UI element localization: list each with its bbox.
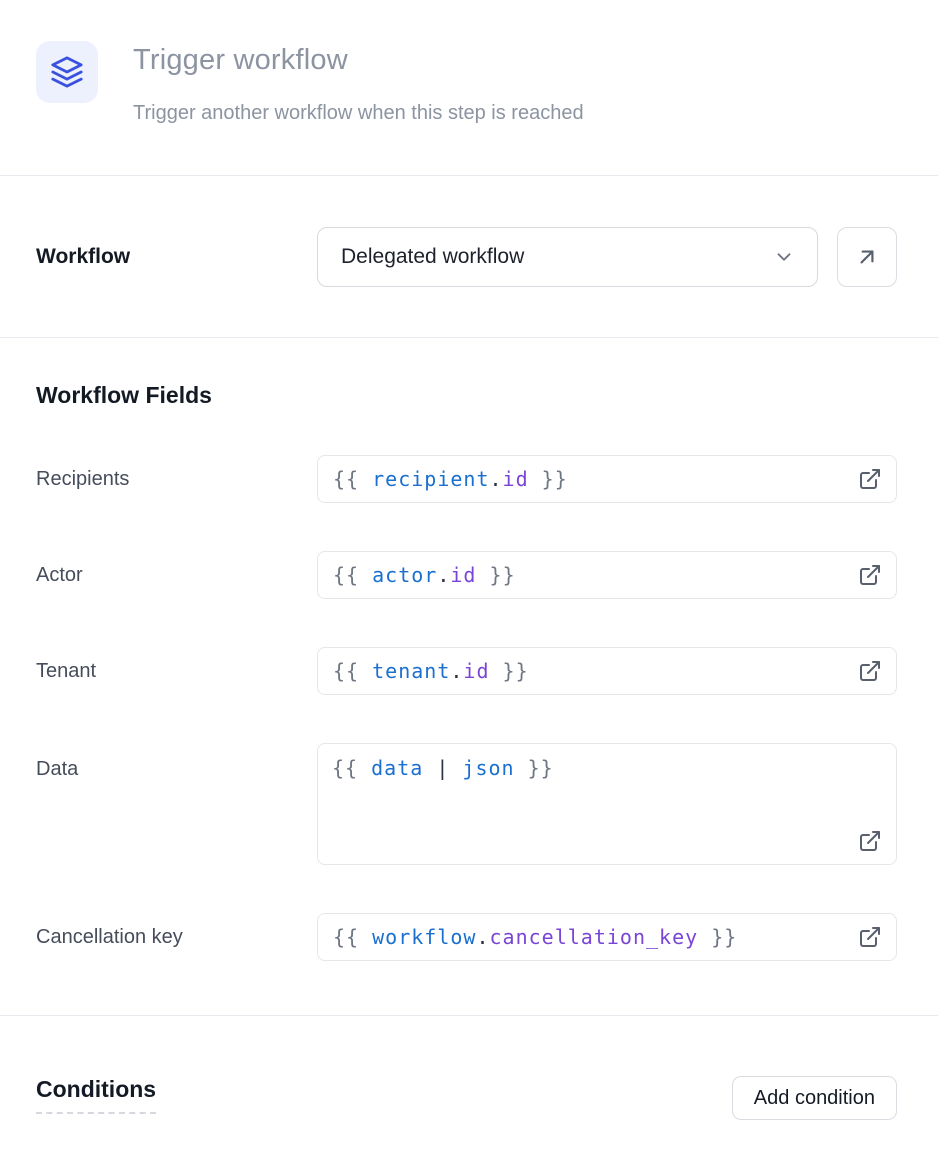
code-token: . — [490, 467, 503, 491]
code-token: json — [462, 756, 514, 780]
external-link-icon[interactable] — [858, 925, 882, 949]
field-label-cancellation-key: Cancellation key — [36, 926, 317, 949]
cancellation-key-input[interactable]: {{ workflow.cancellation_key }} — [317, 913, 897, 961]
code-token: . — [450, 659, 463, 683]
workflow-fields-section: Workflow Fields Recipients {{ recipient.… — [0, 338, 938, 1016]
liquid-value: {{ data | json }} — [332, 756, 882, 780]
liquid-value: {{ workflow.cancellation_key }} — [333, 925, 858, 949]
open-workflow-button[interactable] — [837, 227, 897, 287]
field-label-data: Data — [36, 743, 317, 781]
code-token: }} — [476, 563, 515, 587]
step-icon-box — [36, 41, 98, 103]
code-token: | — [423, 756, 462, 780]
code-token: {{ — [333, 467, 372, 491]
code-token: id — [463, 659, 489, 683]
code-token: }} — [490, 659, 529, 683]
code-token: recipient — [372, 467, 489, 491]
code-token: }} — [698, 925, 737, 949]
tenant-input[interactable]: {{ tenant.id }} — [317, 647, 897, 695]
field-label-recipients: Recipients — [36, 468, 317, 491]
workflow-selector-section: Workflow Delegated workflow — [0, 176, 938, 338]
code-token: }} — [515, 756, 554, 780]
external-link-icon[interactable] — [858, 829, 882, 853]
code-token: cancellation_key — [490, 925, 699, 949]
code-token: id — [450, 563, 476, 587]
recipients-input[interactable]: {{ recipient.id }} — [317, 455, 897, 503]
actor-input[interactable]: {{ actor.id }} — [317, 551, 897, 599]
external-link-icon[interactable] — [858, 563, 882, 587]
header-text: Trigger workflow Trigger another workflo… — [133, 41, 584, 125]
liquid-value: {{ recipient.id }} — [333, 467, 858, 491]
page-subtitle: Trigger another workflow when this step … — [133, 102, 584, 125]
conditions-section: Conditions Add condition — [0, 1016, 938, 1120]
field-row-tenant: Tenant {{ tenant.id }} — [36, 647, 897, 695]
workflow-select-value: Delegated workflow — [341, 245, 524, 269]
liquid-value: {{ actor.id }} — [333, 563, 858, 587]
code-token: workflow — [372, 925, 476, 949]
workflow-fields-heading: Workflow Fields — [36, 382, 897, 409]
panel-header: Trigger workflow Trigger another workflo… — [0, 0, 938, 176]
code-token: data — [371, 756, 423, 780]
field-row-cancellation-key: Cancellation key {{ workflow.cancellatio… — [36, 913, 897, 961]
arrow-up-right-icon — [854, 244, 880, 270]
page-title: Trigger workflow — [133, 44, 584, 77]
code-token: actor — [372, 563, 437, 587]
workflow-select[interactable]: Delegated workflow — [317, 227, 818, 287]
external-link-icon[interactable] — [858, 659, 882, 683]
data-textarea[interactable]: {{ data | json }} — [317, 743, 897, 865]
conditions-heading: Conditions — [36, 1076, 156, 1114]
field-row-actor: Actor {{ actor.id }} — [36, 551, 897, 599]
code-token: . — [476, 925, 489, 949]
field-row-recipients: Recipients {{ recipient.id }} — [36, 455, 897, 503]
field-row-data: Data {{ data | json }} — [36, 743, 897, 865]
layers-icon — [50, 55, 84, 89]
code-token: }} — [529, 467, 568, 491]
workflow-label: Workflow — [36, 245, 130, 268]
code-token: {{ — [333, 659, 372, 683]
code-token: {{ — [332, 756, 371, 780]
code-token: id — [503, 467, 529, 491]
liquid-value: {{ tenant.id }} — [333, 659, 858, 683]
code-token: {{ — [333, 925, 372, 949]
workflow-label-cell: Workflow — [36, 227, 317, 287]
chevron-down-icon — [773, 246, 795, 268]
field-label-tenant: Tenant — [36, 660, 317, 683]
add-condition-button[interactable]: Add condition — [732, 1076, 897, 1120]
external-link-icon[interactable] — [858, 467, 882, 491]
field-label-actor: Actor — [36, 564, 317, 587]
code-token: {{ — [333, 563, 372, 587]
code-token: . — [437, 563, 450, 587]
code-token: tenant — [372, 659, 450, 683]
